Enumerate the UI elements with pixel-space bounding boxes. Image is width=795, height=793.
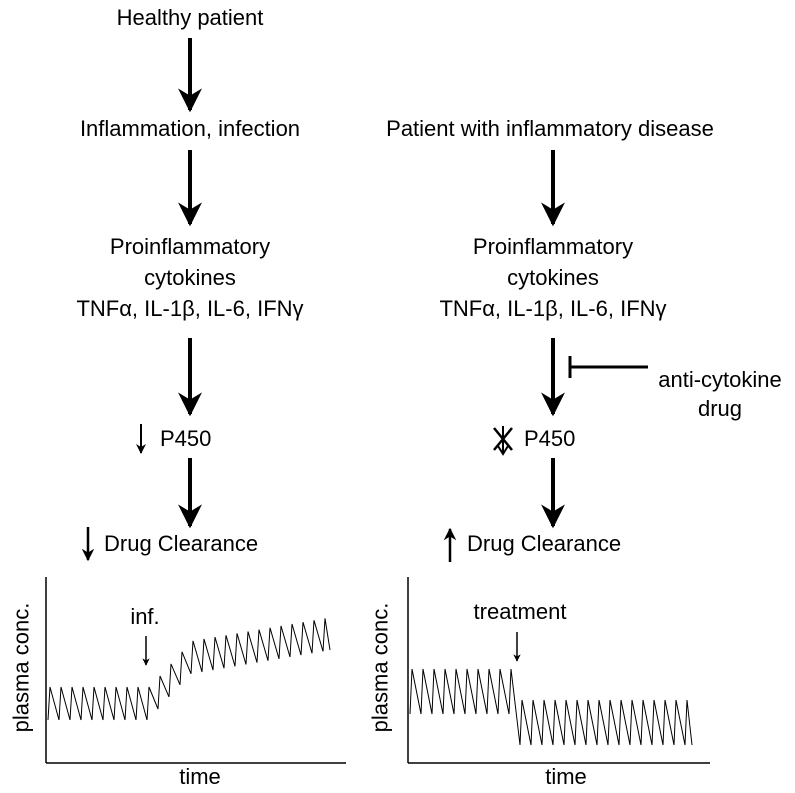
anti-cytokine-label: anti-cytokine: [658, 367, 782, 392]
left-graph-annotation: inf.: [130, 604, 160, 629]
right-graph-xlabel: time: [545, 764, 587, 789]
right-cytokines-label: cytokines: [507, 265, 599, 290]
right-concentration-trace: [409, 668, 693, 746]
right-graph-axes: [407, 577, 710, 764]
right-p450-label: P450: [524, 426, 576, 451]
right-drug-clearance-label: Drug Clearance: [467, 531, 622, 556]
inflammation-infection-label: Inflammation, infection: [79, 116, 301, 141]
left-concentration-trace: [47, 618, 331, 721]
anti-cytokine-drug-label: drug: [697, 396, 743, 421]
left-graph-xlabel: time: [179, 764, 221, 789]
right-cytokine-list: TNFα, IL-1β, IL-6, IFNγ: [439, 296, 667, 321]
inhibition-bar-icon: [568, 356, 648, 378]
left-graph-axes: [45, 577, 346, 764]
right-graph-annotation: treatment: [473, 599, 567, 624]
inflammatory-disease-patient-label: Patient with inflammatory disease: [386, 116, 714, 141]
right-proinflammatory-label: Proinflammatory: [472, 234, 634, 259]
p450-right-crossed-arrow-icon: [493, 426, 513, 456]
healthy-patient-label: Healthy patient: [116, 5, 264, 30]
left-drug-clearance-label: Drug Clearance: [104, 531, 259, 556]
left-cytokines-label: cytokines: [144, 265, 236, 290]
left-p450-label: P450: [160, 426, 212, 451]
left-proinflammatory-label: Proinflammatory: [109, 234, 271, 259]
left-cytokine-list: TNFα, IL-1β, IL-6, IFNγ: [76, 296, 304, 321]
